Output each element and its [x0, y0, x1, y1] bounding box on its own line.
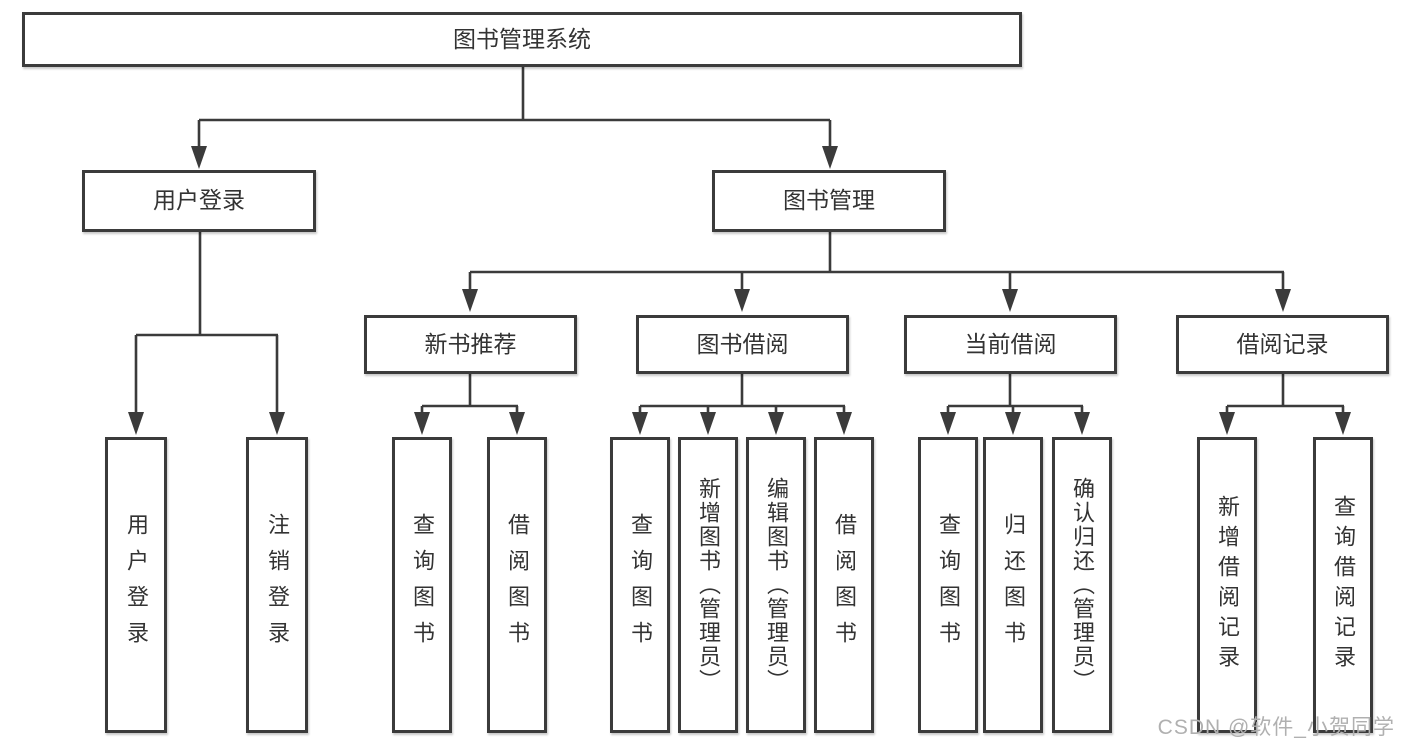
node-new-book-recommend-label: 新书推荐 — [424, 330, 517, 357]
leaf-query-books-borrow-label: 查询图书 — [628, 513, 653, 657]
leaf-return-book-label: 归还图书 — [1001, 513, 1026, 657]
node-book-management-label: 图书管理 — [783, 187, 875, 214]
node-book-management: 图书管理 — [712, 170, 946, 232]
root-node-library-system: 图书管理系统 — [22, 12, 1022, 67]
leaf-query-books-recommend-label: 查询图书 — [410, 513, 435, 657]
leaf-add-borrow-record: 新增借阅记录 — [1197, 437, 1257, 733]
leaf-query-borrow-record-label: 查询借阅记录 — [1331, 495, 1356, 675]
node-current-borrow-label: 当前借阅 — [964, 330, 1057, 357]
node-user-login-label: 用户登录 — [153, 187, 245, 214]
leaf-edit-book-admin: 编辑图书（管理员） — [746, 437, 806, 733]
node-borrow-records-label: 借阅记录 — [1236, 330, 1329, 357]
root-node-label: 图书管理系统 — [453, 25, 591, 52]
leaf-add-book-admin-label: 新增图书（管理员） — [696, 477, 721, 693]
node-book-borrow: 图书借阅 — [636, 315, 849, 374]
leaf-query-borrow-record: 查询借阅记录 — [1313, 437, 1373, 733]
leaf-user-login: 用户登录 — [105, 437, 167, 733]
node-user-login: 用户登录 — [82, 170, 316, 232]
leaf-user-login-label: 用户登录 — [124, 513, 149, 657]
leaf-query-books-recommend: 查询图书 — [392, 437, 452, 733]
leaf-confirm-return-admin: 确认归还（管理员） — [1052, 437, 1112, 733]
node-new-book-recommend: 新书推荐 — [364, 315, 577, 374]
leaf-borrow-books-borrow-label: 借阅图书 — [832, 513, 857, 657]
node-current-borrow: 当前借阅 — [904, 315, 1117, 374]
leaf-query-books-current: 查询图书 — [918, 437, 978, 733]
leaf-add-book-admin: 新增图书（管理员） — [678, 437, 738, 733]
leaf-query-books-current-label: 查询图书 — [936, 513, 961, 657]
leaf-logout-label: 注销登录 — [265, 513, 290, 657]
leaf-borrow-books-recommend: 借阅图书 — [487, 437, 547, 733]
watermark: CSDN @软件_小贺同学 — [1157, 716, 1395, 739]
leaf-borrow-books-recommend-label: 借阅图书 — [505, 513, 530, 657]
leaf-return-book: 归还图书 — [983, 437, 1043, 733]
node-borrow-records: 借阅记录 — [1176, 315, 1389, 374]
leaf-confirm-return-admin-label: 确认归还（管理员） — [1070, 477, 1095, 693]
leaf-edit-book-admin-label: 编辑图书（管理员） — [764, 477, 789, 693]
leaf-add-borrow-record-label: 新增借阅记录 — [1215, 495, 1240, 675]
leaf-logout: 注销登录 — [246, 437, 308, 733]
node-book-borrow-label: 图书借阅 — [696, 330, 789, 357]
leaf-borrow-books-borrow: 借阅图书 — [814, 437, 874, 733]
leaf-query-books-borrow: 查询图书 — [610, 437, 670, 733]
